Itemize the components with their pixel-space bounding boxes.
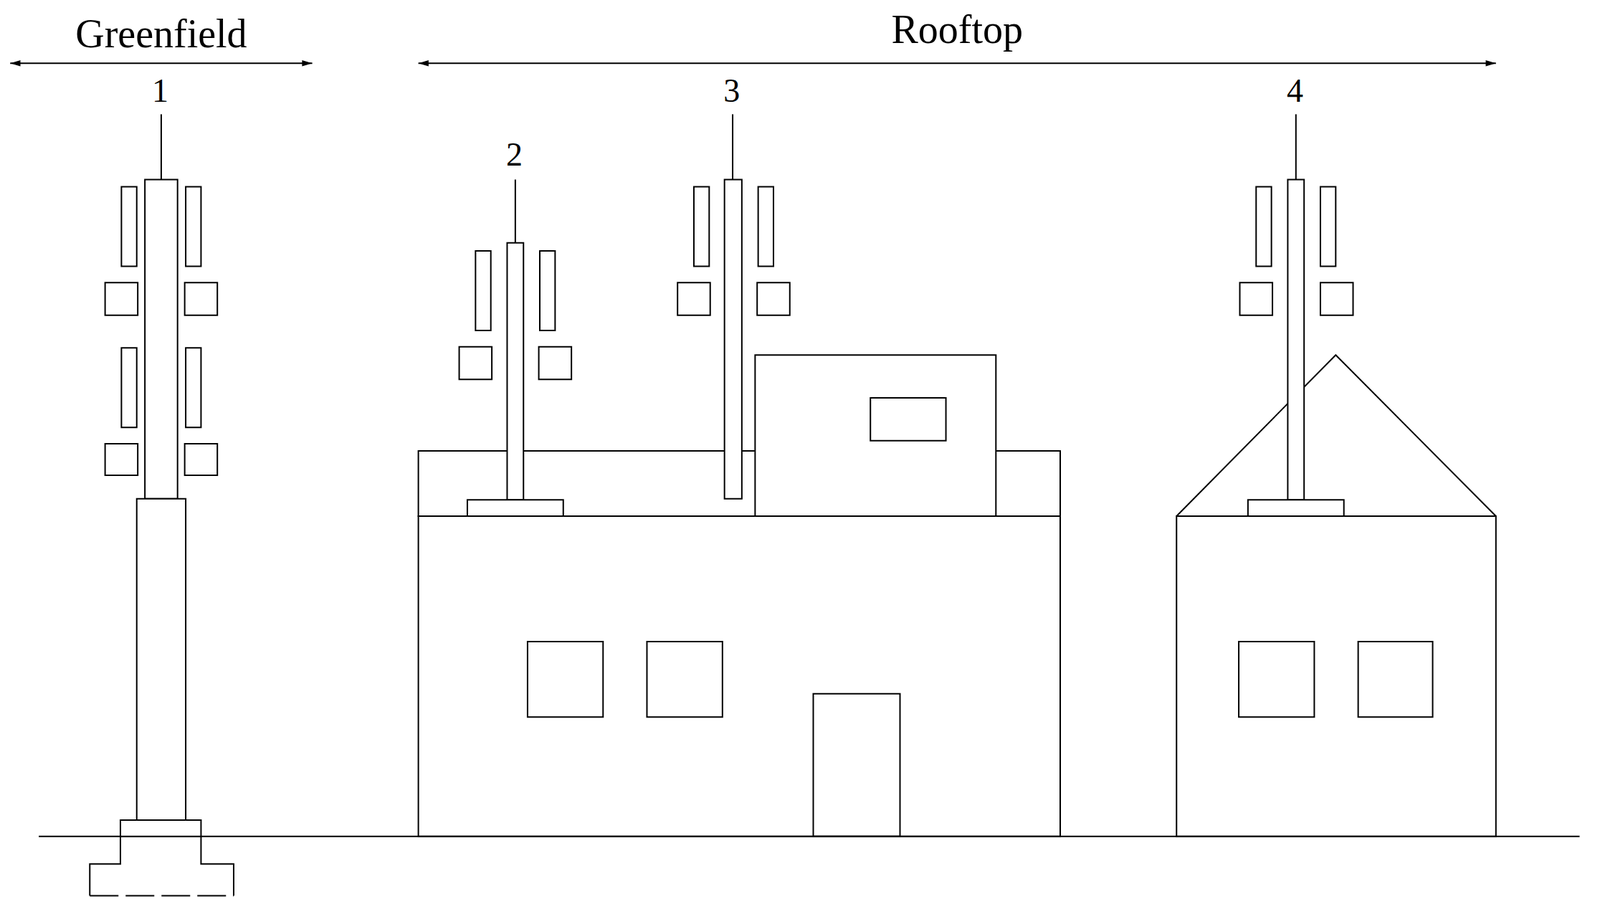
rooftop-mast xyxy=(459,179,573,517)
greenfield-tower xyxy=(89,113,234,896)
span-arrow xyxy=(10,62,312,64)
callout-number: 3 xyxy=(723,74,740,108)
callout-number: 2 xyxy=(506,138,523,172)
callout-number: 1 xyxy=(151,74,169,108)
pitched-roof-house xyxy=(1176,354,1497,837)
span-arrow xyxy=(418,62,1497,64)
rooftop-mast xyxy=(677,113,790,499)
callout-number: 4 xyxy=(1286,74,1304,108)
site-type-label: Rooftop xyxy=(891,9,1023,50)
site-type-label: Greenfield xyxy=(75,13,247,54)
rooftop-mast xyxy=(1240,113,1354,517)
